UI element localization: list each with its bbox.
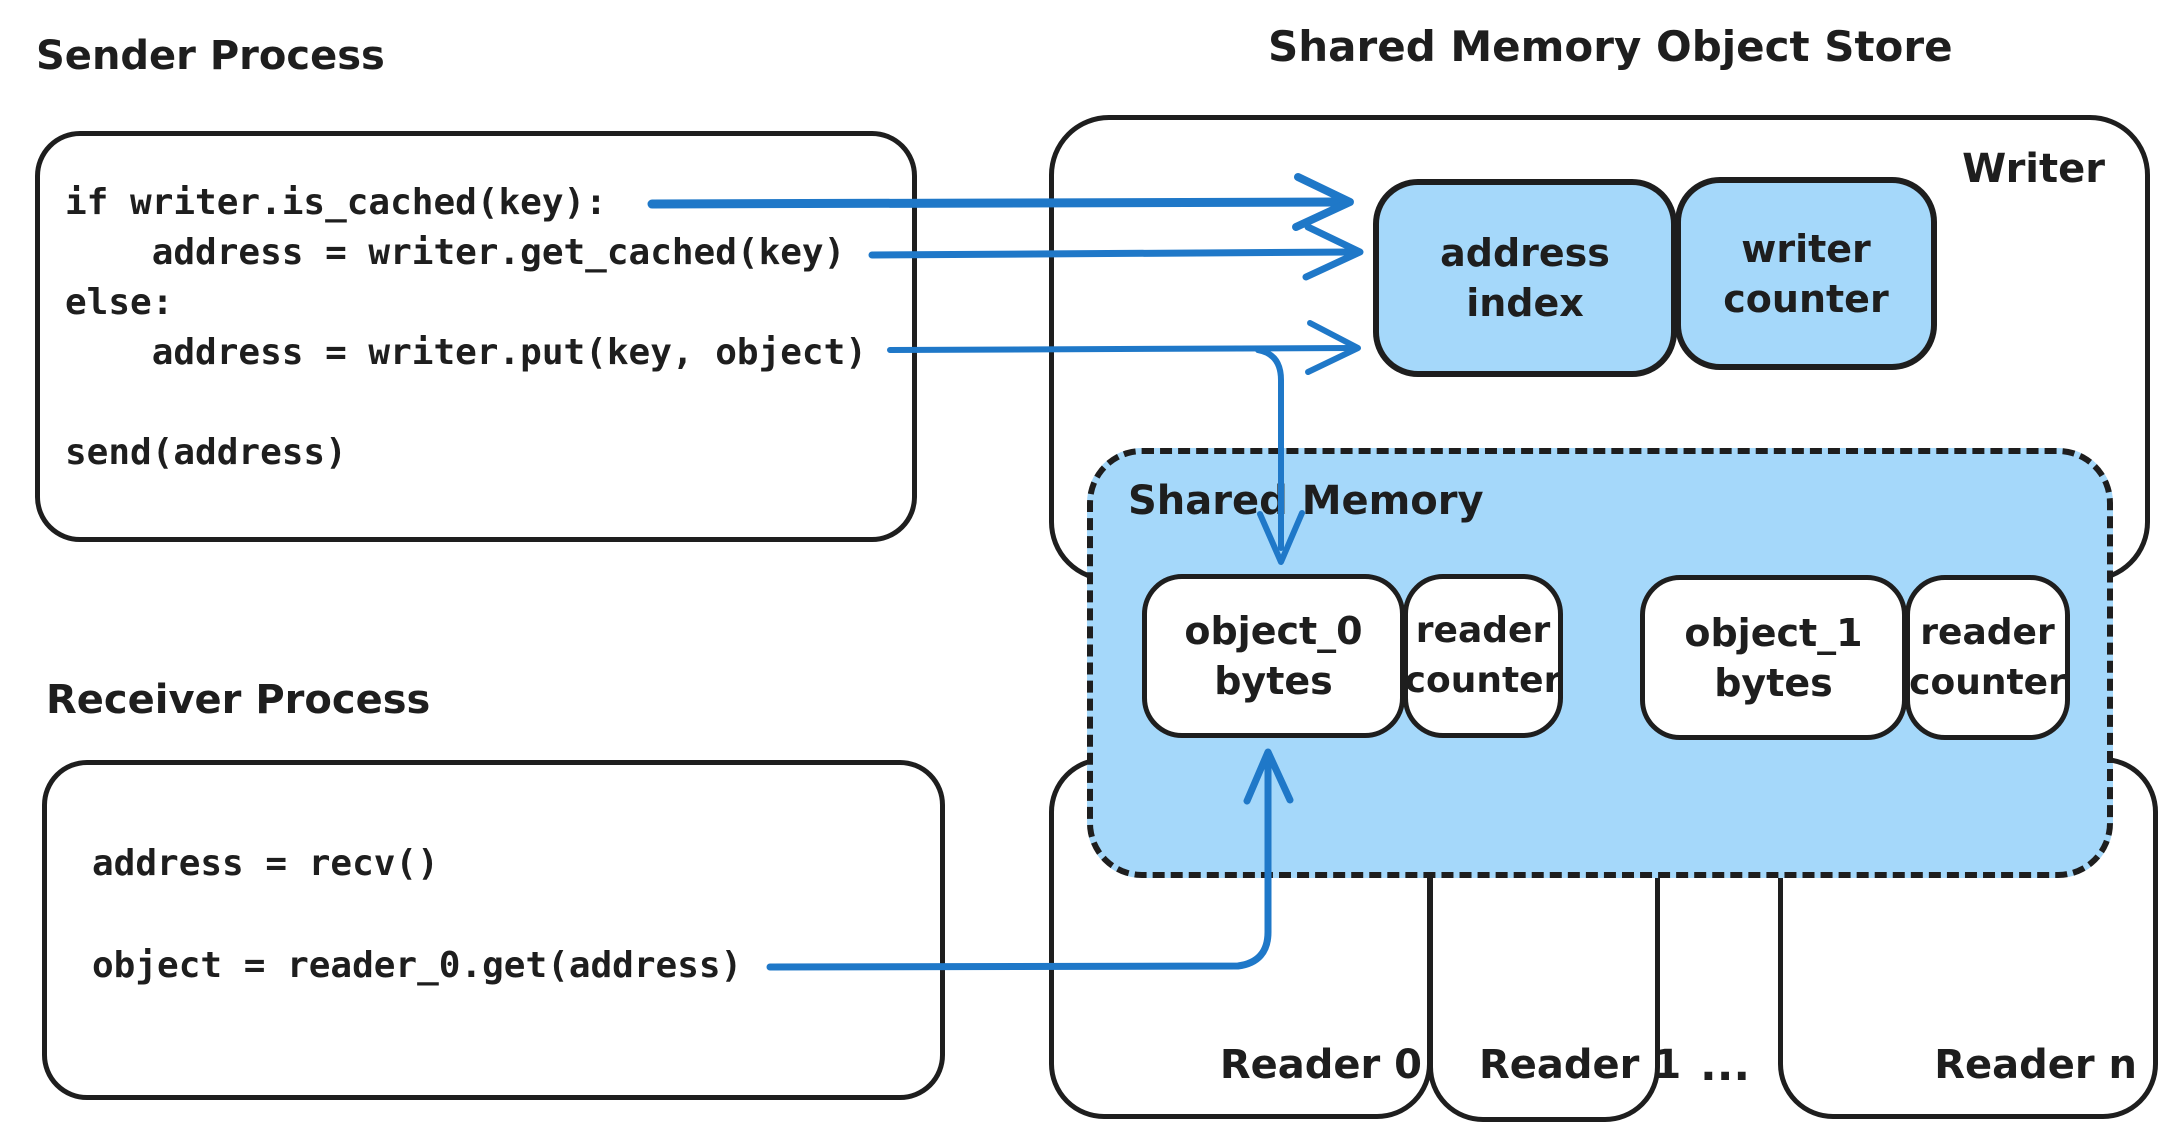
reader-1-label: Reader 1: [1479, 1042, 1682, 1088]
reader-n-label: Reader n: [1934, 1042, 2137, 1088]
reader-ellipsis: ...: [1700, 1040, 1751, 1091]
code-line: [92, 889, 742, 940]
reader-0-label: Reader 0: [1219, 1042, 1422, 1088]
code-line: send(address): [65, 432, 347, 473]
object-1-box: object_1 bytes: [1640, 575, 1907, 740]
address-index-box: address index: [1373, 179, 1677, 377]
code-line: address = recv(): [92, 843, 439, 884]
code-line: else:: [65, 282, 174, 323]
code-line: [65, 378, 867, 428]
address-index-label: address index: [1440, 231, 1610, 325]
reader-counter-1-box: reader counter: [1905, 575, 2070, 740]
writer-label: Writer: [1962, 146, 2105, 192]
sender-process-title: Sender Process: [36, 33, 385, 79]
shared-memory-label: Shared Memory: [1128, 478, 1484, 524]
code-line: address = writer.get_cached(key): [65, 232, 846, 273]
reader-counter-0-box: reader counter: [1403, 574, 1563, 738]
store-title: Shared Memory Object Store: [1268, 22, 1953, 71]
writer-counter-label: writer counter: [1723, 226, 1889, 321]
code-line: object = reader_0.get(address): [92, 945, 743, 986]
sender-code: if writer.is_cached(key): address = writ…: [65, 178, 867, 478]
receiver-process-title: Receiver Process: [46, 677, 431, 723]
code-line: if writer.is_cached(key):: [65, 182, 607, 223]
object-0-label: object_0 bytes: [1184, 609, 1363, 703]
object-1-label: object_1 bytes: [1684, 610, 1863, 705]
object-0-box: object_0 bytes: [1142, 574, 1405, 738]
reader-counter-1-label: reader counter: [1909, 611, 2066, 703]
reader-counter-0-label: reader counter: [1404, 610, 1562, 701]
receiver-code: address = recv() object = reader_0.get(a…: [92, 838, 742, 991]
writer-counter-box: writer counter: [1675, 177, 1937, 370]
code-line: address = writer.put(key, object): [65, 332, 867, 373]
